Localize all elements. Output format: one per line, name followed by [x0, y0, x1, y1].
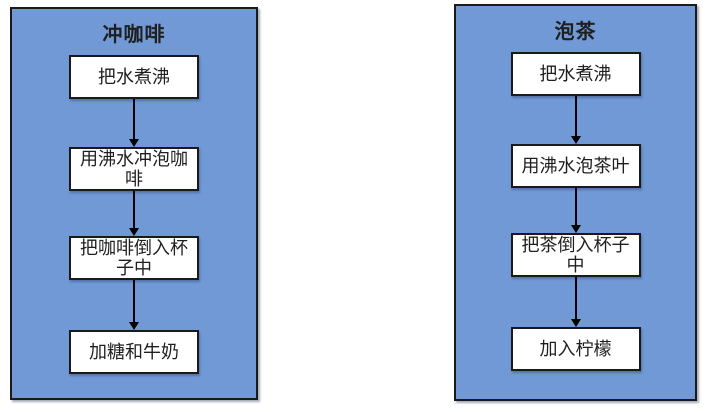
step-box: 加糖和牛奶 — [69, 330, 199, 374]
step-box: 加入柠檬 — [510, 327, 641, 371]
arrow-down-icon — [133, 191, 135, 228]
arrow-down-icon — [574, 277, 577, 319]
arrow-down-icon — [133, 280, 135, 322]
flowchart-panel-tea: 泡茶 把水煮沸 用沸水泡茶叶 把茶倒入杯子中 加入柠檬 — [454, 4, 697, 401]
flowchart-panel-coffee: 冲咖啡 把水煮沸 用沸水冲泡咖啡 把咖啡倒入杯子中 加糖和牛奶 — [10, 7, 258, 400]
step-box: 把水煮沸 — [510, 52, 641, 96]
step-box: 用沸水冲泡咖啡 — [69, 147, 199, 191]
flowchart-title: 泡茶 — [554, 21, 597, 43]
step-box: 把茶倒入杯子中 — [510, 233, 641, 277]
step-box: 把水煮沸 — [69, 55, 199, 99]
arrow-down-icon — [133, 99, 135, 139]
step-box: 用沸水泡茶叶 — [510, 144, 641, 188]
arrow-down-icon — [574, 188, 577, 225]
arrow-down-icon — [574, 96, 577, 136]
step-box: 把咖啡倒入杯子中 — [69, 236, 199, 280]
flowchart-title: 冲咖啡 — [102, 24, 166, 46]
